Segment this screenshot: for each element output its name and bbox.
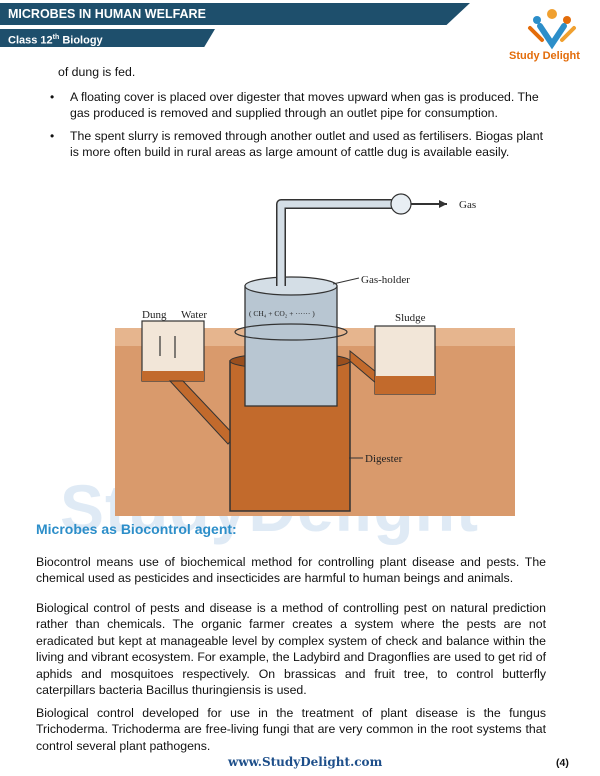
paragraph: Biological control developed for use in … (36, 706, 546, 753)
bullet-item: The spent slurry is removed through anot… (50, 128, 548, 161)
header-title-bar: MICROBES IN HUMAN WELFARE (0, 3, 470, 25)
section-heading: Microbes as Biocontrol agent: (36, 521, 237, 537)
gas-valve (390, 193, 412, 215)
class-subject-label: Class 12th Biology (8, 34, 103, 47)
bullet-list: A floating cover is placed over digester… (50, 89, 548, 161)
bullet-item: A floating cover is placed over digester… (50, 89, 548, 122)
paragraph: Biocontrol means use of biochemical meth… (36, 555, 546, 586)
sludge-label: Sludge (395, 312, 426, 324)
dung-label: Dung (142, 309, 167, 321)
digester-label: Digester (365, 453, 403, 465)
logo-text: Study Delight (509, 50, 580, 62)
paragraph: Biological control of pests and disease … (36, 601, 546, 698)
header-title: MICROBES IN HUMAN WELFARE (8, 7, 206, 21)
biogas-plant-diagram: Gas Gas-holder Dung Water Sludge Digeste… (115, 193, 515, 516)
gas-holder-label: Gas-holder (361, 274, 410, 286)
website-link[interactable]: www.StudyDelight.com (228, 755, 383, 769)
body-text: of dung is fed. A floating cover is plac… (50, 64, 548, 167)
gas-holder (244, 285, 338, 407)
class-subject-bar: Class 12th Biology (0, 29, 215, 47)
lead-text: of dung is fed. (58, 65, 136, 79)
water-label: Water (181, 309, 207, 321)
gas-label: Gas (459, 199, 476, 211)
study-delight-logo-icon (528, 9, 576, 50)
page-number: (4) (556, 757, 569, 769)
gas-content-label: ( CH₄ + CO₂ + ······ ) (249, 309, 315, 318)
